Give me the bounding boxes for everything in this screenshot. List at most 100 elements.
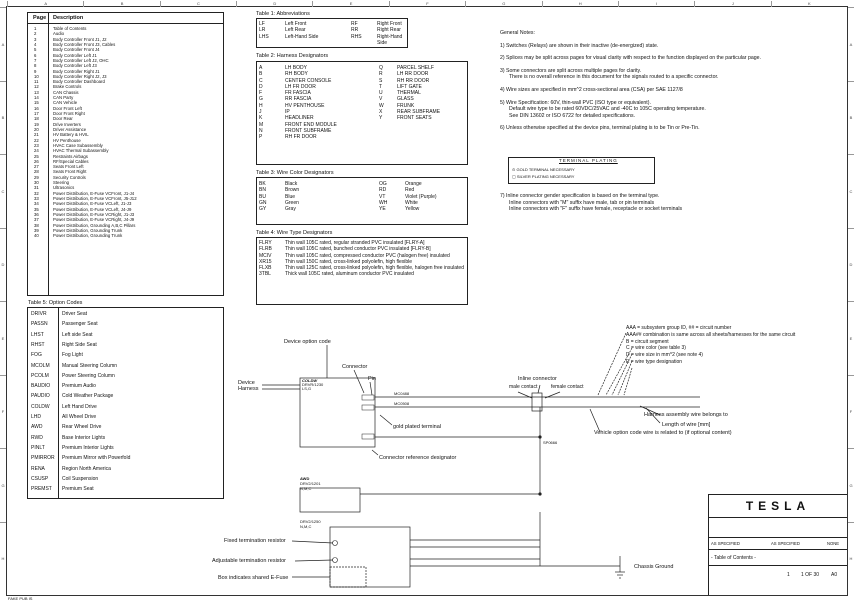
note-3b: There is no overall reference in this do… <box>509 74 719 81</box>
svg-text:MC0488: MC0488 <box>394 391 410 396</box>
svg-text:COLDW: COLDW <box>302 378 318 383</box>
plating-silver: ▢ SILVER PLATING NECESSARY <box>512 174 575 179</box>
page-index-header: Page Description <box>28 13 223 24</box>
svg-text:N,M,C: N,M,C <box>300 486 311 491</box>
notes-heading: General Notes: <box>500 30 535 36</box>
table4-caption: Table 4: Wire Type Designators <box>256 230 333 236</box>
circuit-legend: AAA = subsystem group ID, ## = circuit n… <box>626 325 796 365</box>
label-gold-plated: gold plated terminal <box>393 424 441 430</box>
svg-text:DRV2/1201: DRV2/1201 <box>300 481 321 486</box>
label-device-option-code: Device option code <box>284 339 331 345</box>
title-block: TESLA AS SPECIFIED AS SPECIFIED NONE - T… <box>708 494 847 595</box>
label-harness-belongs: Harness assembly wire belongs to <box>644 412 728 418</box>
svg-text:SP0666: SP0666 <box>543 440 558 445</box>
label-chassis-ground: Chassis Ground <box>634 564 673 570</box>
label-harness: Harness <box>238 386 259 392</box>
label-adjustable-termination: Adjustable termination resistor <box>212 558 286 564</box>
svg-text:DRVR/1230: DRVR/1230 <box>302 382 324 387</box>
label-efuse-box: Box indicates shared E-Fuse <box>218 575 288 581</box>
label-connector-reference: Connector reference designator <box>379 455 457 461</box>
note-2: 2) Splices may be split across pages for… <box>500 55 761 62</box>
label-device: Device <box>238 380 255 386</box>
svg-text:MC0508: MC0508 <box>394 401 410 406</box>
tesla-logo: TESLA <box>745 499 811 513</box>
table1-caption: Table 1: Abbreviations <box>256 11 310 17</box>
note-1: 1) Switches (Relays) are shown in their … <box>500 42 659 49</box>
note-7: 7) Inline connector gender specification… <box>500 193 683 213</box>
table5-caption: Table 5: Option Codes <box>28 300 83 306</box>
label-inline-connector: Inline connector <box>518 376 557 382</box>
svg-text:AWD: AWD <box>300 476 309 481</box>
note-5c: See DIN 13602 or ISO 6722 for detailed s… <box>509 112 636 119</box>
label-pin: Pin <box>368 376 376 382</box>
plating-gold: ⊙ GOLD TERMINAL NECESSARY <box>512 167 575 172</box>
table2-caption: Table 2: Harness Designators <box>256 53 329 59</box>
svg-text:DRV2/1250: DRV2/1250 <box>300 519 321 524</box>
note-3a: 3) Some connectors are split across mult… <box>500 67 642 74</box>
label-vehicle-option: Vehicle option code wire is related to (… <box>594 430 732 436</box>
note-5b: Default wire type to be rated 60VDC/25VA… <box>509 106 706 113</box>
general-notes: General Notes: 1) Switches (Relays) are … <box>500 30 761 132</box>
label-length-of-wire: Length of wire [mm] <box>662 422 711 428</box>
